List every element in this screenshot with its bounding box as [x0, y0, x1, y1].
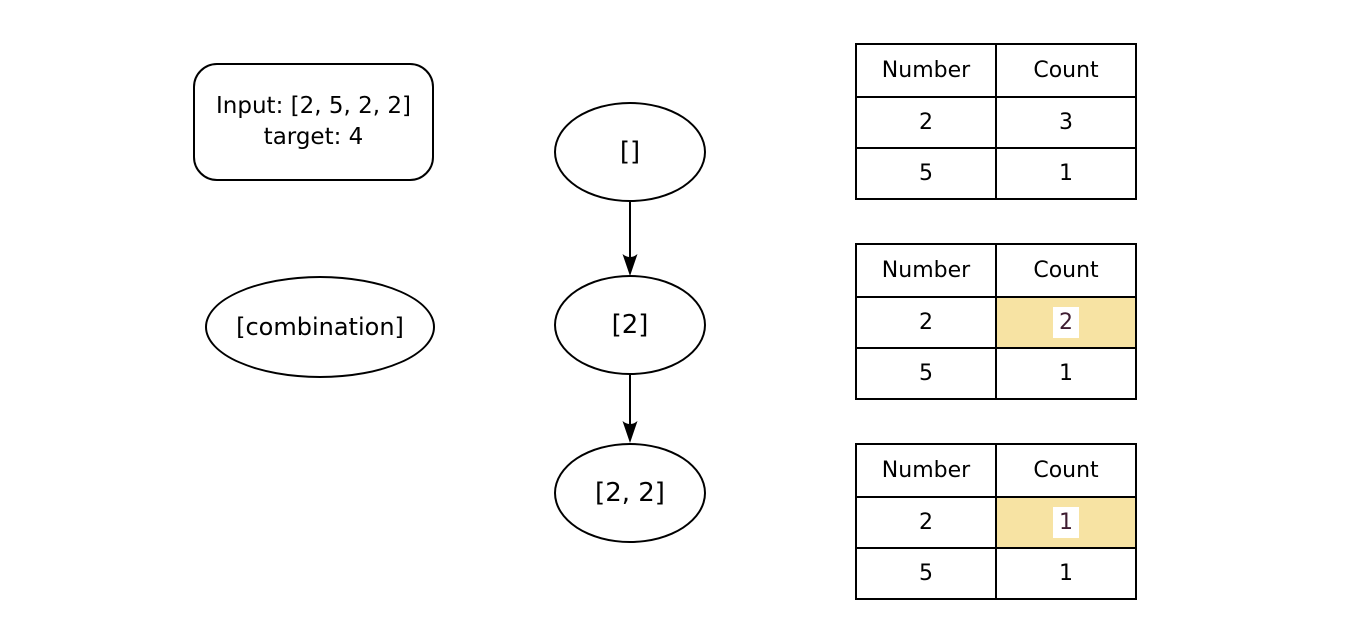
- count-value: 2: [1053, 307, 1079, 338]
- count-cell: 3: [995, 96, 1137, 149]
- count-cell: 1: [995, 496, 1137, 549]
- table-header-number: Number: [855, 43, 997, 98]
- count-value: 1: [1059, 161, 1073, 186]
- count-value: 3: [1059, 110, 1073, 135]
- tree-node-label: []: [619, 137, 641, 167]
- combination-ellipse: [combination]: [205, 276, 435, 378]
- input-box: Input: [2, 5, 2, 2] target: 4: [193, 63, 434, 181]
- count-cell: 2: [995, 296, 1137, 349]
- tree-node-empty: []: [554, 102, 706, 202]
- tree-node-2: [2]: [554, 275, 706, 375]
- table-row: 2 1: [855, 496, 1137, 549]
- count-value: 1: [1059, 361, 1073, 386]
- count-cell: 1: [995, 147, 1137, 200]
- table-row: 2 2: [855, 296, 1137, 349]
- count-value: 1: [1053, 507, 1079, 538]
- table-header-count: Count: [995, 243, 1137, 298]
- tree-edge-arrow-2: [622, 373, 638, 443]
- table-header-count: Count: [995, 43, 1137, 98]
- count-table-2: Number Count 2 2 5 1: [855, 243, 1137, 400]
- table-header-count: Count: [995, 443, 1137, 498]
- input-line: Input: [2, 5, 2, 2]: [216, 93, 411, 119]
- number-cell: 2: [855, 296, 997, 349]
- table-header-number: Number: [855, 243, 997, 298]
- target-line: target: 4: [263, 124, 364, 150]
- table-header-row: Number Count: [855, 43, 1137, 98]
- tree-node-label: [2]: [611, 310, 649, 340]
- count-value: 1: [1059, 561, 1073, 586]
- count-cell: 1: [995, 547, 1137, 600]
- table-row: 5 1: [855, 347, 1137, 400]
- table-row: 5 1: [855, 547, 1137, 600]
- tree-node-label: [2, 2]: [595, 478, 665, 508]
- count-cell: 1: [995, 347, 1137, 400]
- tree-node-2-2: [2, 2]: [554, 443, 706, 543]
- table-header-row: Number Count: [855, 243, 1137, 298]
- combination-label: [combination]: [236, 313, 404, 341]
- table-header-row: Number Count: [855, 443, 1137, 498]
- number-cell: 5: [855, 547, 997, 600]
- count-table-1: Number Count 2 3 5 1: [855, 43, 1137, 200]
- tree-edge-arrow-1: [622, 202, 638, 276]
- table-header-number: Number: [855, 443, 997, 498]
- number-cell: 2: [855, 496, 997, 549]
- table-row: 2 3: [855, 96, 1137, 149]
- number-cell: 5: [855, 347, 997, 400]
- table-row: 5 1: [855, 147, 1137, 200]
- number-cell: 5: [855, 147, 997, 200]
- count-table-3: Number Count 2 1 5 1: [855, 443, 1137, 600]
- number-cell: 2: [855, 96, 997, 149]
